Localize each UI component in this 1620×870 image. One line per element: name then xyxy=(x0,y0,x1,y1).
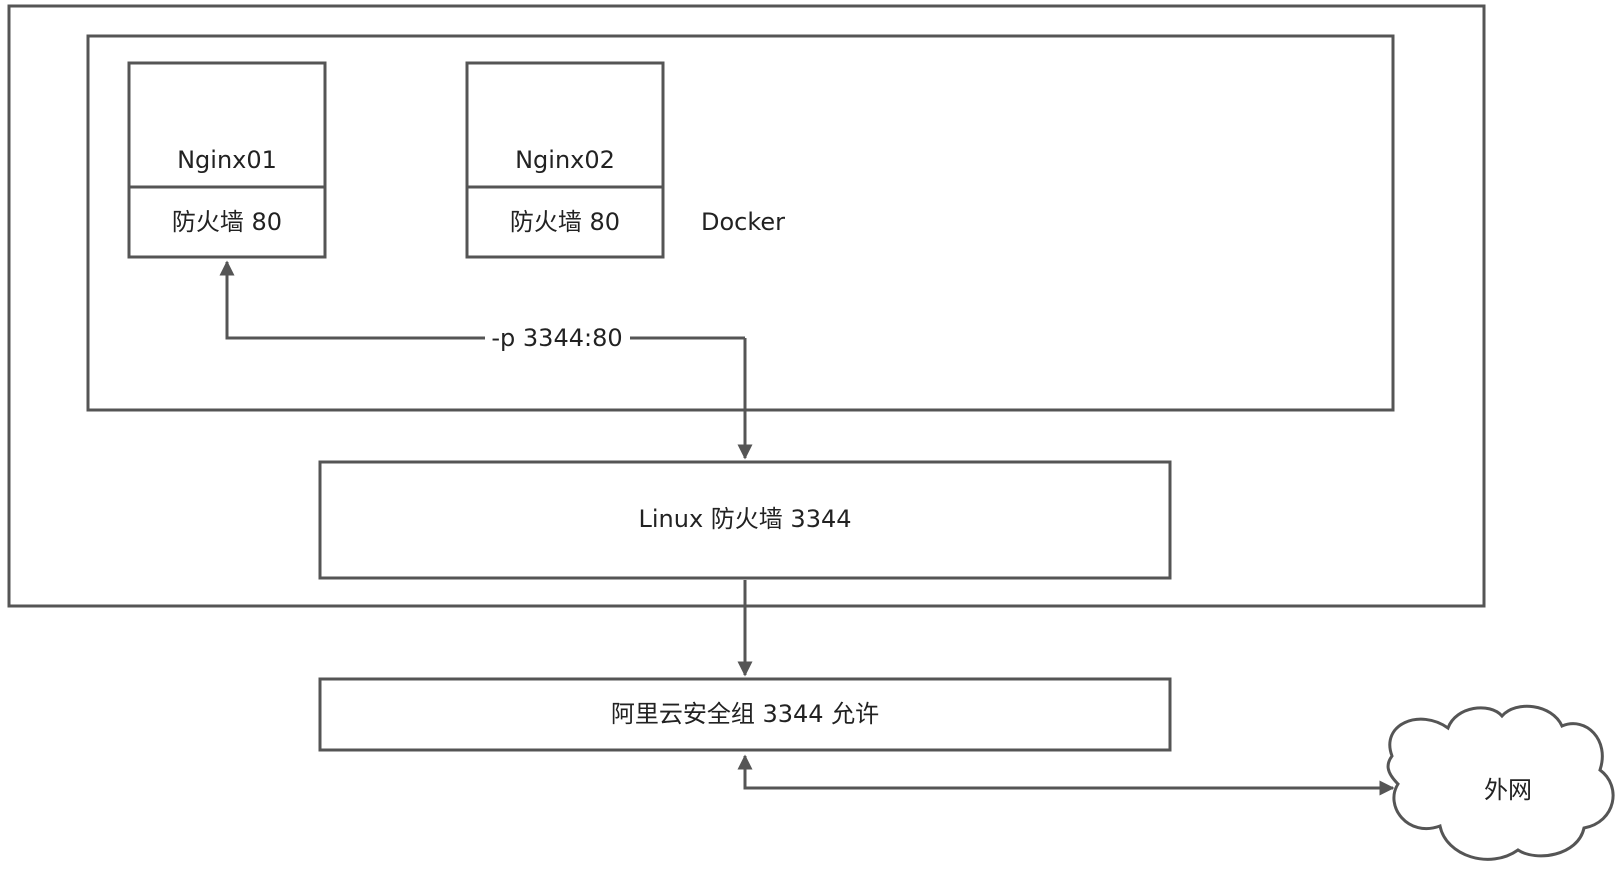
docker-container xyxy=(86,34,1395,412)
port-mapping-label-bg xyxy=(485,322,630,354)
nginx01-label: Nginx01 xyxy=(177,146,277,174)
nginx01-container: Nginx01 防火墙 80 xyxy=(127,61,327,259)
linux-firewall-label: Linux 防火墙 3344 xyxy=(639,505,852,533)
security-group-to-internet-arrow xyxy=(737,754,1395,796)
cloud-icon xyxy=(1386,704,1615,861)
nginx02-container: Nginx02 防火墙 80 xyxy=(465,61,665,259)
port-mapping-label: -p 3344:80 xyxy=(491,324,622,352)
internet-cloud: 外网 xyxy=(1386,704,1615,861)
internet-label: 外网 xyxy=(1484,776,1532,804)
security-group-box xyxy=(318,677,1172,752)
nginx02-firewall-label: 防火墙 80 xyxy=(510,208,620,236)
security-group-label: 阿里云安全组 3344 允许 xyxy=(611,700,879,728)
nginx02-firewall-box xyxy=(465,185,665,259)
nginx01-firewall-label: 防火墙 80 xyxy=(172,208,282,236)
nginx02-label: Nginx02 xyxy=(515,146,615,174)
linux-firewall-box xyxy=(318,460,1172,580)
docker-label: Docker xyxy=(701,208,785,236)
nginx01-firewall-box xyxy=(127,185,327,259)
